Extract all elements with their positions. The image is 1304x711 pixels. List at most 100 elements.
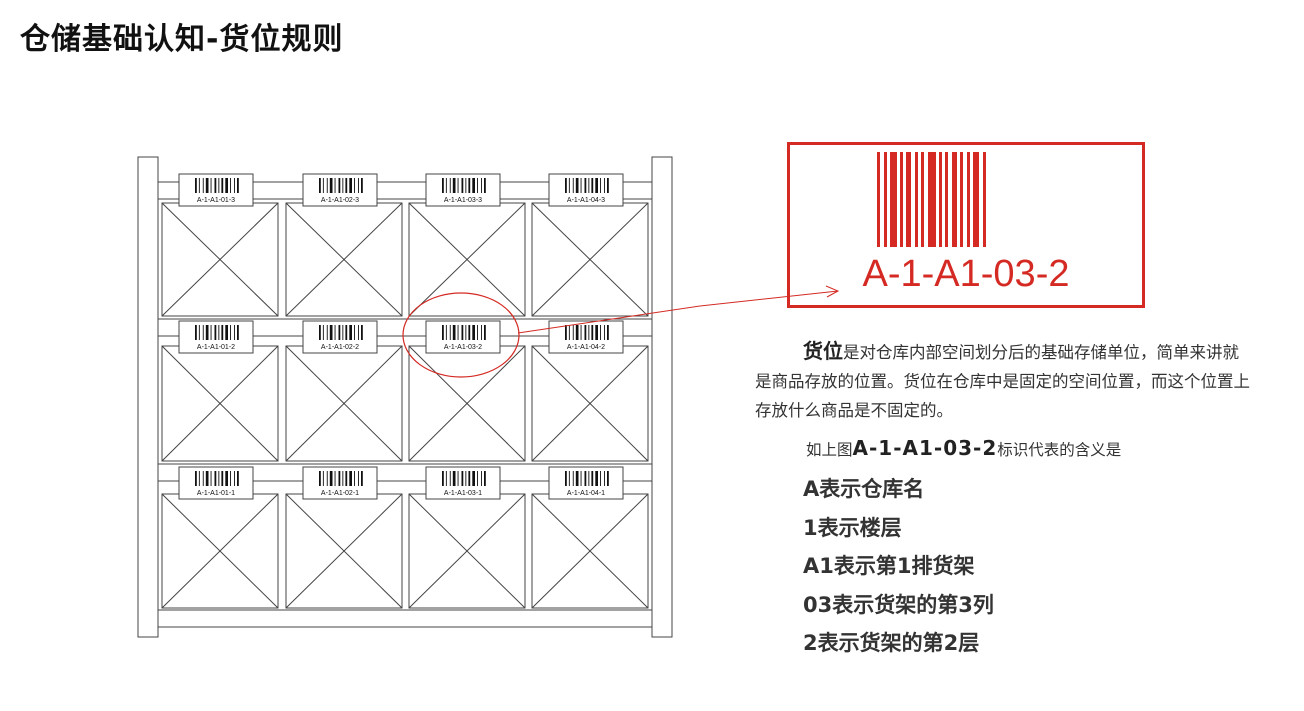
tag-barcode-bar: [334, 471, 336, 486]
tag-barcode-bar: [575, 471, 579, 486]
rack-upright-right: [651, 156, 673, 638]
tag-barcode-bar: [319, 471, 321, 486]
tag-barcode-bar: [604, 325, 605, 340]
tag-barcode-bar: [607, 178, 609, 193]
tag-barcode-bar: [461, 178, 464, 193]
tag-barcode-bar: [205, 471, 209, 486]
barcode-bar: [983, 152, 986, 247]
tag-barcode-bar: [218, 178, 220, 193]
barcode-bar: [900, 152, 903, 247]
rack-beam: [157, 463, 653, 482]
tag-barcode-bar: [349, 325, 352, 340]
tag-barcode-bar: [349, 178, 352, 193]
tag-barcode-bar: [195, 471, 197, 486]
tag-barcode-bar: [322, 325, 324, 340]
barcode-bar: [921, 152, 924, 247]
tag-barcode-bar: [568, 471, 570, 486]
tag-barcode-bar: [591, 325, 594, 340]
tag-barcode-bar: [198, 178, 200, 193]
rack-upright-left: [137, 156, 159, 638]
tag-barcode-bar: [202, 178, 204, 193]
tag-barcode-bar: [234, 471, 235, 486]
barcode-bar: [952, 152, 957, 247]
example-prefix: 如上图: [806, 441, 853, 459]
tag-barcode-bar: [575, 325, 579, 340]
tag-barcode-bar: [468, 178, 471, 193]
tag-barcode-bar: [322, 178, 324, 193]
tag-barcode-bar: [214, 325, 217, 340]
tag-barcode-bar: [349, 471, 352, 486]
barcode-bar: [906, 152, 911, 247]
tag-barcode-bar: [214, 471, 217, 486]
barcode-bar: [928, 152, 936, 247]
tag-barcode-bar: [442, 325, 444, 340]
tag-barcode-bar: [338, 178, 341, 193]
cell-cross-line: [161, 202, 279, 317]
tag-barcode-bar: [329, 325, 333, 340]
tag-barcode-bar: [319, 325, 321, 340]
location-description: 货位是对仓库内部空间划分后的基础存储单位，简单来讲就是商品存放的位置。货位在仓库…: [755, 337, 1250, 425]
tag-barcode-bar: [604, 471, 605, 486]
cell-cross-line: [408, 345, 526, 462]
tag-barcode-bar: [326, 325, 328, 340]
code-meaning-list: A表示仓库名 1表示楼层 A1表示第1排货架 03表示货架的第3列 2表示货架的…: [803, 474, 994, 667]
example-suffix: 标识代表的含义是: [997, 441, 1122, 459]
tag-barcode-bar: [591, 471, 594, 486]
tag-barcode-bar: [465, 178, 467, 193]
tag-barcode-bar: [234, 178, 235, 193]
tag-barcode-bar: [210, 325, 212, 340]
tag-barcode-bar: [568, 178, 570, 193]
location-tag-label: A-1-A1-03-3: [444, 197, 482, 204]
tag-barcode-bar: [237, 178, 239, 193]
tag-barcode-bar: [468, 325, 471, 340]
tag-barcode-bar: [481, 325, 482, 340]
location-tag-label: A-1-A1-01-2: [197, 344, 235, 351]
tag-barcode-bar: [580, 325, 582, 340]
tag-barcode-bar: [477, 325, 478, 340]
location-tag-label: A-1-A1-03-2: [444, 344, 482, 351]
cell-cross-line: [408, 493, 526, 609]
tag-barcode-bar: [484, 325, 486, 340]
tag-barcode-bar: [565, 178, 567, 193]
cell-cross-line: [285, 493, 403, 609]
tag-barcode-bar: [205, 325, 209, 340]
barcode-bar: [915, 152, 918, 247]
cell-cross-line: [531, 202, 649, 317]
meaning-warehouse: A表示仓库名: [803, 477, 925, 501]
tag-barcode-bar: [481, 178, 482, 193]
tag-barcode-bar: [230, 178, 231, 193]
tag-barcode-bar: [326, 178, 328, 193]
tag-barcode-bar: [600, 471, 601, 486]
tag-barcode-bar: [342, 178, 344, 193]
location-tag-label: A-1-A1-03-1: [444, 490, 482, 497]
tag-barcode-bar: [319, 178, 321, 193]
tag-barcode-bar: [326, 471, 328, 486]
tag-barcode-bar: [225, 178, 228, 193]
tag-barcode-bar: [588, 325, 590, 340]
rack-beam: [157, 609, 653, 628]
barcode-bars: [877, 152, 986, 247]
tag-barcode-bar: [580, 178, 582, 193]
tag-barcode-bar: [568, 325, 570, 340]
cell-cross-line: [285, 345, 403, 462]
tag-barcode-bar: [358, 178, 359, 193]
tag-barcode-bar: [221, 178, 224, 193]
tag-barcode-bar: [202, 471, 204, 486]
tag-barcode-bar: [595, 325, 598, 340]
tag-barcode-bar: [230, 325, 231, 340]
tag-barcode-bar: [457, 471, 459, 486]
location-tag-label: A-1-A1-01-1: [197, 490, 235, 497]
tag-barcode-bar: [358, 325, 359, 340]
tag-barcode-bar: [572, 325, 574, 340]
tag-barcode-bar: [565, 325, 567, 340]
example-code: A-1-A1-03-2: [852, 436, 998, 460]
tag-barcode-bar: [198, 471, 200, 486]
cell-cross-line: [285, 202, 403, 317]
tag-barcode-bar: [237, 471, 239, 486]
pointer-line: [517, 305, 700, 334]
location-tag-label: A-1-A1-04-1: [567, 490, 605, 497]
tag-barcode-bar: [472, 325, 475, 340]
example-line: 如上图A-1-A1-03-2标识代表的含义是: [806, 436, 1121, 460]
tag-barcode-bar: [338, 471, 341, 486]
